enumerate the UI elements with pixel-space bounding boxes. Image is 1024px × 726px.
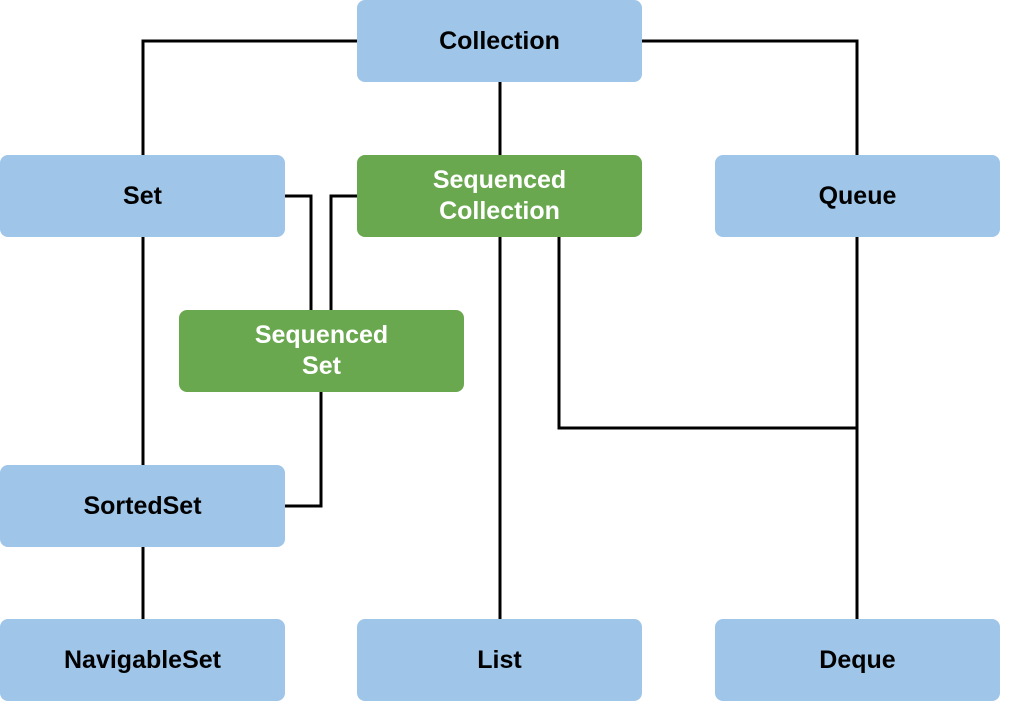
node-list: List (357, 619, 642, 701)
node-navigable-set: NavigableSet (0, 619, 285, 701)
node-sequenced-collection: Sequenced Collection (357, 155, 642, 237)
node-set: Set (0, 155, 285, 237)
node-sorted-set: SortedSet (0, 465, 285, 547)
node-deque: Deque (715, 619, 1000, 701)
node-collection: Collection (357, 0, 642, 82)
node-sequenced-set: Sequenced Set (179, 310, 464, 392)
node-queue: Queue (715, 155, 1000, 237)
